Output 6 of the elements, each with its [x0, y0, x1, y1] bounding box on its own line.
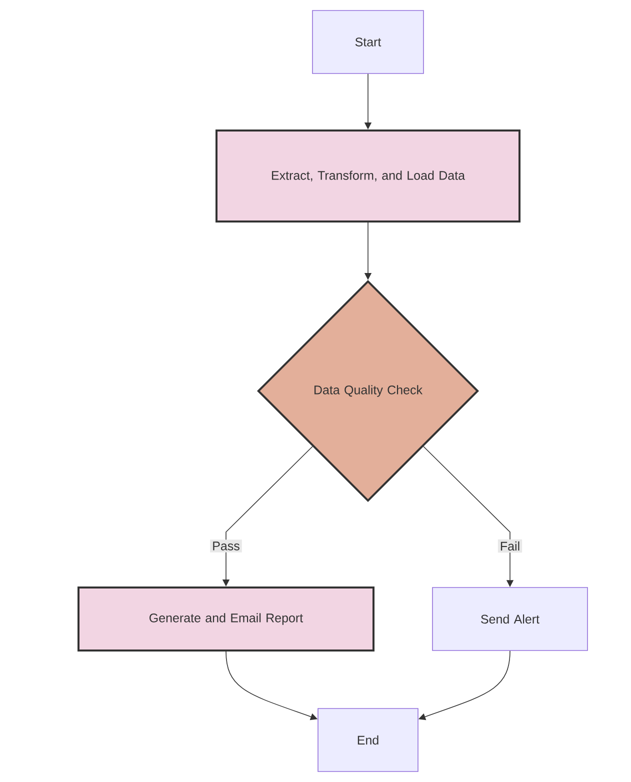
terminal-box: Send Alert	[432, 587, 588, 651]
terminal-box: End	[318, 708, 418, 772]
terminal-box: Start	[312, 10, 424, 74]
edge-label: Pass	[210, 540, 242, 552]
process-box: Extract, Transform, and Load Data	[216, 130, 520, 222]
process-box: Generate and Email Report	[78, 586, 374, 652]
